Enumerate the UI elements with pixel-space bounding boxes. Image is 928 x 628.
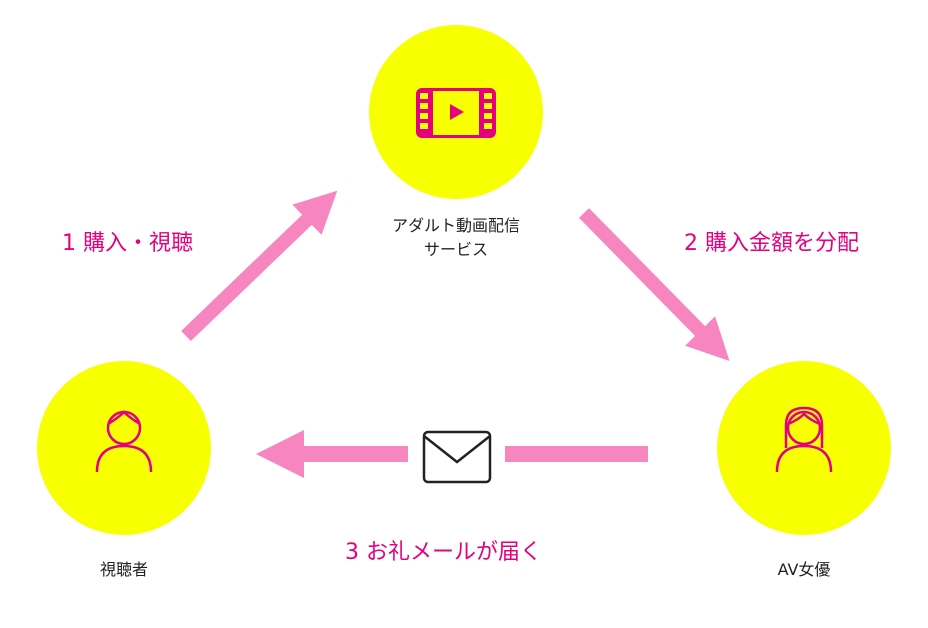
arrow-distribute [579, 208, 730, 361]
step1-label: 1 購入・視聴 [62, 231, 193, 256]
actress-circle [717, 361, 891, 535]
service-label-line2: サービス [423, 240, 488, 259]
service-label: アダルト動画配信 サービス [356, 214, 556, 262]
step3-label: 3 お礼メールが届く [345, 540, 542, 565]
step2-label: 2 購入金額を分配 [684, 231, 859, 256]
woman-icon [775, 406, 833, 473]
arrow-purchase [181, 190, 338, 342]
viewer-circle [37, 361, 211, 535]
viewer-label: 視聴者 [99, 560, 148, 579]
service-label-line1: アダルト動画配信 [391, 216, 520, 235]
film-play-icon [416, 88, 496, 138]
person-icon [95, 410, 153, 473]
envelope-icon [422, 430, 492, 484]
actress-label: AV女優 [777, 560, 831, 579]
